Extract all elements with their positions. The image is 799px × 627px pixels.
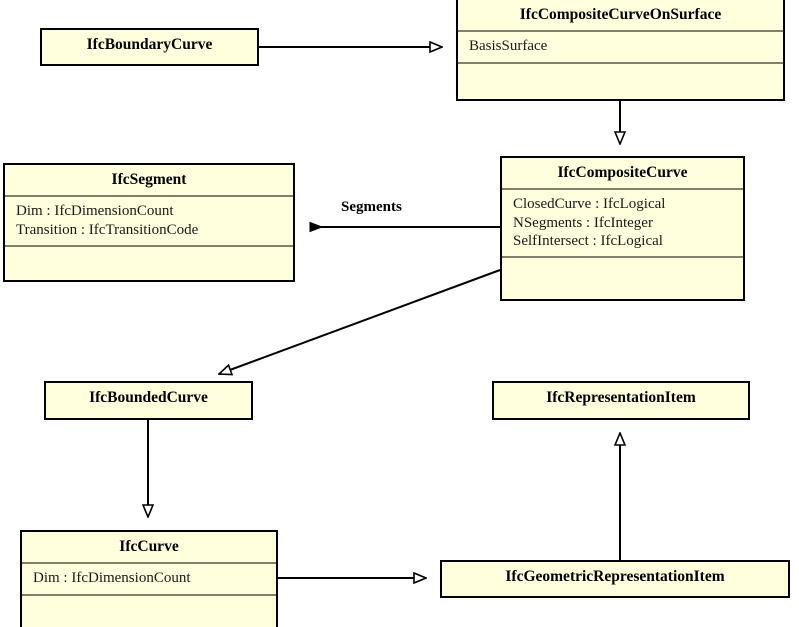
class-separator <box>502 256 743 259</box>
class-attribute: Transition : IfcTransitionCode <box>16 221 199 238</box>
class-name-ifc-representation-item: IfcRepresentationItem <box>546 389 696 406</box>
class-attributes-ifc-composite-curve: ClosedCurve : IfcLogical NSegments : Ifc… <box>502 190 743 256</box>
class-name-ifc-composite-curve-on-surface: IfcCompositeCurveOnSurface <box>519 6 722 23</box>
class-separator <box>502 188 743 191</box>
class-name-ifc-composite-curve: IfcCompositeCurve <box>557 164 688 181</box>
class-separator <box>5 195 293 198</box>
class-attribute: Dim : IfcDimensionCount <box>16 203 174 220</box>
class-box-ifc-curve[interactable]: IfcCurve Dim : IfcDimensionCount <box>20 530 278 627</box>
class-attributes-ifc-curve: Dim : IfcDimensionCount <box>22 564 276 593</box>
edge-label-segments: Segments <box>341 199 402 215</box>
edge-composite-to-bounded <box>219 269 501 374</box>
class-attributes-ifc-segment: Dim : IfcDimensionCount Transition : Ifc… <box>5 197 293 245</box>
class-box-ifc-composite-curve[interactable]: IfcCompositeCurve ClosedCurve : IfcLogic… <box>500 156 745 301</box>
class-name-ifc-curve: IfcCurve <box>119 538 179 555</box>
class-box-ifc-composite-curve-on-surface[interactable]: IfcCompositeCurveOnSurface BasisSurface <box>456 0 785 101</box>
class-box-ifc-geometric-representation-item[interactable]: IfcGeometricRepresentationItem <box>440 560 790 598</box>
class-box-ifc-bounded-curve[interactable]: IfcBoundedCurve <box>44 381 253 420</box>
class-separator <box>22 593 276 596</box>
class-attribute: NSegments : IfcInteger <box>513 214 653 231</box>
class-box-ifc-boundary-curve[interactable]: IfcBoundaryCurve <box>40 28 259 66</box>
class-operations-ifc-composite-curve-on-surface <box>458 64 783 83</box>
class-box-ifc-representation-item[interactable]: IfcRepresentationItem <box>492 381 750 420</box>
class-attribute: BasisSurface <box>469 38 548 55</box>
class-name-ifc-bounded-curve: IfcBoundedCurve <box>89 389 208 406</box>
class-attribute: ClosedCurve : IfcLogical <box>513 196 666 213</box>
class-operations-ifc-curve <box>22 596 276 615</box>
class-separator <box>458 30 783 33</box>
class-separator <box>5 244 293 247</box>
class-name-ifc-boundary-curve: IfcBoundaryCurve <box>86 36 213 53</box>
class-attribute: SelfIntersect : IfcLogical <box>513 232 663 249</box>
class-separator <box>22 562 276 565</box>
class-operations-ifc-composite-curve <box>502 258 743 277</box>
class-separator <box>458 61 783 64</box>
class-attributes-ifc-composite-curve-on-surface: BasisSurface <box>458 32 783 61</box>
class-name-ifc-segment: IfcSegment <box>111 171 187 188</box>
class-attribute: Dim : IfcDimensionCount <box>33 570 191 587</box>
class-box-ifc-segment[interactable]: IfcSegment Dim : IfcDimensionCount Trans… <box>3 163 295 282</box>
class-name-ifc-geometric-representation-item: IfcGeometricRepresentationItem <box>505 568 725 585</box>
class-operations-ifc-segment <box>5 247 293 266</box>
